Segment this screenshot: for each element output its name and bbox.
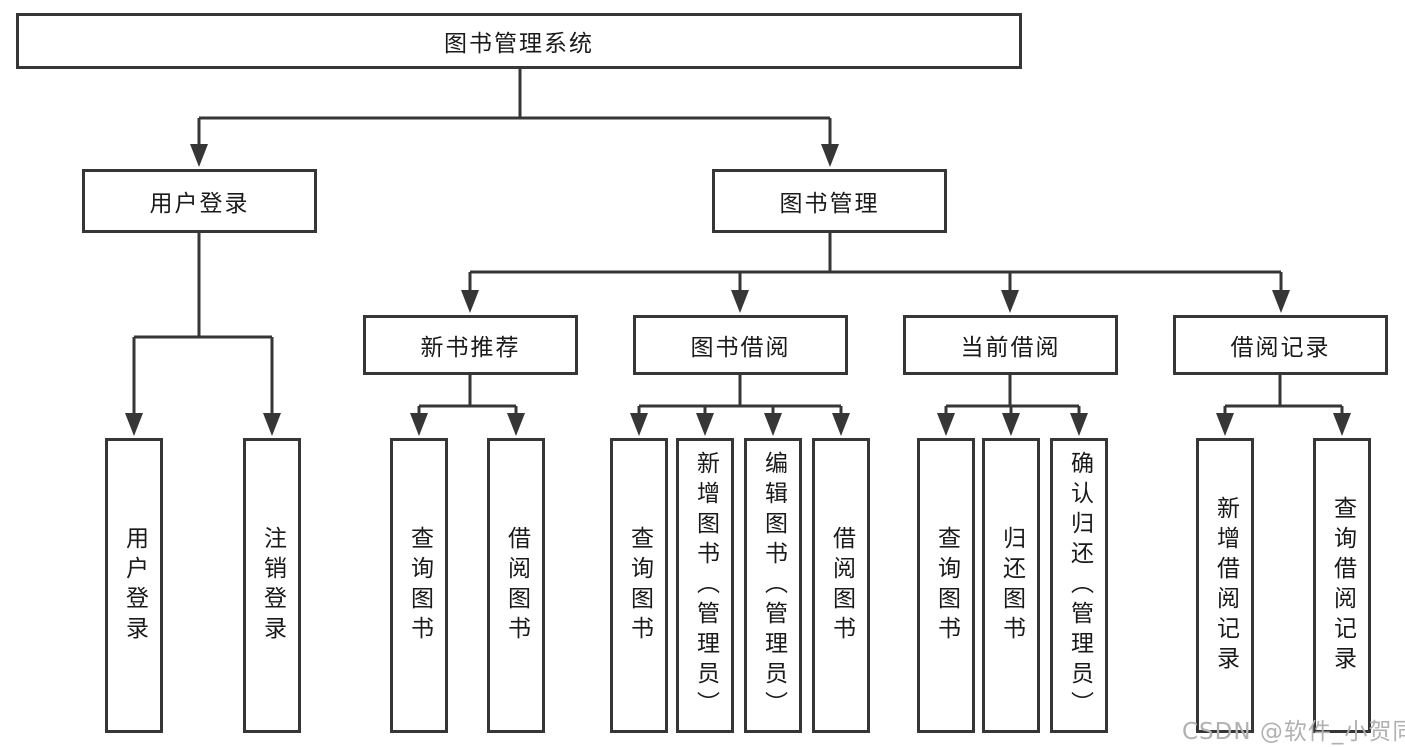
node-user-login-label: 用户登录 — [149, 191, 250, 217]
csdn-watermark: CSDN @软件_小贺同学 — [1182, 719, 1405, 745]
leaf-edit-book-admin: 编辑图书（管理员） — [744, 438, 802, 733]
node-current-borrowing: 当前借阅 — [903, 315, 1118, 375]
node-book-borrowing-label: 图书借阅 — [690, 335, 791, 361]
leaf-query-borrow-record: 查询借阅记录 — [1313, 438, 1371, 733]
leaf-logout-label: 注销登录 — [259, 525, 286, 646]
leaf-query-books-current: 查询图书 — [917, 438, 975, 733]
leaf-query-books-borrowing: 查询图书 — [610, 438, 668, 733]
leaf-query-borrow-record-label: 查询借阅记录 — [1329, 495, 1356, 676]
node-book-borrowing: 图书借阅 — [633, 315, 848, 375]
node-new-book-recommendation-label: 新书推荐 — [420, 335, 521, 361]
node-user-login: 用户登录 — [82, 169, 317, 233]
node-library-system-label: 图书管理系统 — [444, 31, 594, 57]
node-borrowing-records: 借阅记录 — [1173, 315, 1388, 375]
leaf-borrow-books-borrowing: 借阅图书 — [812, 438, 870, 733]
leaf-borrow-books-borrowing-label: 借阅图书 — [828, 525, 855, 646]
leaf-return-books: 归还图书 — [982, 438, 1040, 733]
leaf-add-borrow-record-label: 新增借阅记录 — [1212, 495, 1239, 676]
node-book-management: 图书管理 — [712, 169, 947, 233]
leaf-add-book-admin-label: 新增图书（管理员） — [692, 450, 719, 721]
leaf-add-borrow-record: 新增借阅记录 — [1196, 438, 1254, 733]
leaf-query-books-borrowing-label: 查询图书 — [626, 525, 653, 646]
node-current-borrowing-label: 当前借阅 — [960, 335, 1061, 361]
leaf-user-login-label: 用户登录 — [121, 525, 148, 646]
node-library-system: 图书管理系统 — [16, 13, 1022, 69]
leaf-logout: 注销登录 — [243, 438, 301, 733]
leaf-confirm-return-admin: 确认归还（管理员） — [1050, 438, 1108, 733]
node-borrowing-records-label: 借阅记录 — [1230, 335, 1331, 361]
leaf-confirm-return-admin-label: 确认归还（管理员） — [1066, 450, 1093, 721]
leaf-return-books-label: 归还图书 — [998, 525, 1025, 646]
node-book-management-label: 图书管理 — [779, 191, 880, 217]
leaf-add-book-admin: 新增图书（管理员） — [676, 438, 734, 733]
leaf-query-books-current-label: 查询图书 — [933, 525, 960, 646]
leaf-borrow-books-recommend: 借阅图书 — [487, 438, 545, 733]
node-new-book-recommendation: 新书推荐 — [363, 315, 578, 375]
leaf-query-books-recommend: 查询图书 — [390, 438, 448, 733]
leaf-query-books-recommend-label: 查询图书 — [406, 525, 433, 646]
leaf-edit-book-admin-label: 编辑图书（管理员） — [760, 450, 787, 721]
leaf-user-login: 用户登录 — [105, 438, 163, 733]
leaf-borrow-books-recommend-label: 借阅图书 — [503, 525, 530, 646]
